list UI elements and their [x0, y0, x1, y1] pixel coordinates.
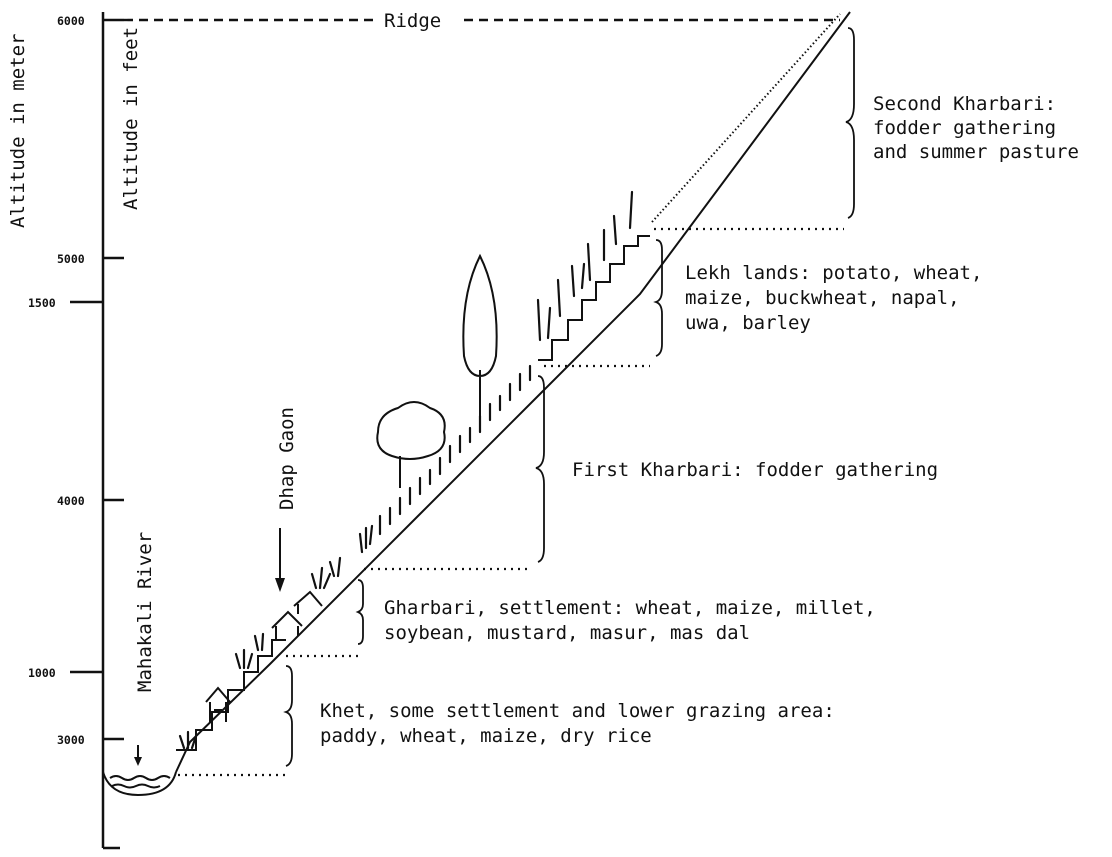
tick-label-feet-6000: 6000	[57, 14, 85, 28]
upper-slope-hatching	[651, 13, 841, 223]
meter-axis-title: Altitude in meter	[7, 34, 29, 228]
hill-slope	[175, 11, 851, 773]
zone-khet-line-1: Khet, some settlement and lower grazing …	[320, 700, 835, 722]
village-arrowhead	[275, 578, 285, 592]
grass-icon	[358, 364, 532, 554]
river-water	[109, 775, 171, 789]
tick-label-meter-1500: 1500	[28, 296, 56, 310]
village-label: Dhap Gaon	[276, 407, 298, 510]
river-valley	[102, 771, 177, 797]
brace-second-kharbari	[845, 27, 855, 219]
brace-lekh	[653, 239, 663, 357]
house-icon-3	[293, 590, 323, 614]
feet-axis-title: Altitude in feet	[120, 27, 142, 210]
zone-lekh-line-2: maize, buckwheat, napal,	[685, 287, 960, 309]
crop-icon	[178, 556, 342, 750]
terraces-upper	[538, 235, 650, 361]
river-arrowhead	[134, 757, 142, 766]
tick-label-feet-4000: 4000	[57, 494, 85, 508]
ridge-label: Ridge	[384, 10, 441, 32]
zone-second-kharbari-line-3: and summer pasture	[873, 141, 1079, 163]
zone-khet-line-2: paddy, wheat, maize, dry rice	[320, 725, 652, 747]
zone-second-kharbari-line-1: Second Kharbari:	[873, 93, 1056, 115]
river-label: Mahakali River	[134, 532, 156, 692]
terraces-lower	[176, 639, 286, 751]
tree-icon	[376, 401, 446, 488]
zone-second-kharbari-line-2: fodder gathering	[873, 117, 1056, 139]
tick-label-meter-1000: 1000	[28, 666, 56, 680]
zone-lekh-line-1: Lekh lands: potato, wheat,	[685, 262, 982, 284]
crop-icon-upper	[536, 190, 634, 342]
zone-first-kharbari-line-1: First Kharbari: fodder gathering	[572, 459, 938, 481]
zone-lekh-line-3: uwa, barley	[685, 312, 811, 334]
tick-label-feet-5000: 5000	[57, 252, 85, 266]
zone-gharbari-line-2: soybean, mustard, masur, mas dal	[384, 622, 750, 644]
tall-tree-icon	[462, 253, 498, 424]
zone-gharbari-line-1: Gharbari, settlement: wheat, maize, mill…	[384, 597, 876, 619]
house-icon	[205, 686, 231, 722]
house-icon-2	[271, 610, 303, 640]
brace-first-kharbari	[535, 375, 545, 563]
brace-khet	[283, 665, 293, 767]
tick-label-feet-3000: 3000	[57, 733, 85, 747]
brace-gharbari	[355, 579, 364, 645]
